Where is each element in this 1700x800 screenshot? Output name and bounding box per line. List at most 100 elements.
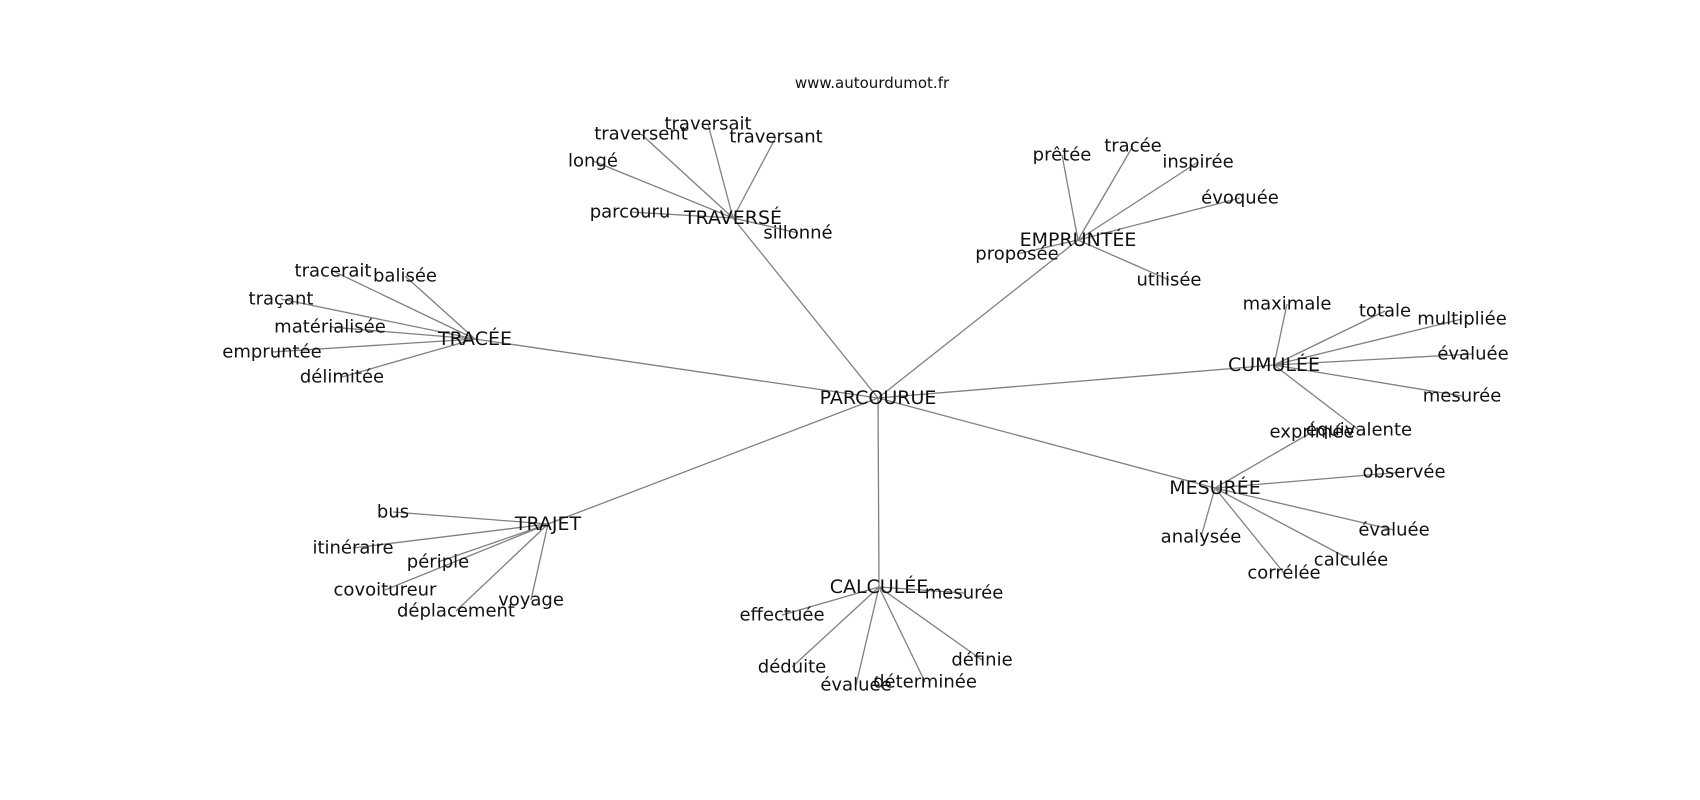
edge-hub-leaf [1273,310,1386,366]
leaf-node[interactable]: parcouru [590,202,671,223]
edge-hub-leaf [781,586,880,616]
source-watermark: www.autourdumot.fr [795,74,950,92]
edge-hub-leaf [329,326,476,340]
leaf-node[interactable]: mesurée [925,583,1004,604]
leaf-node[interactable]: totale [1359,301,1411,322]
leaf-node[interactable]: multipliée [1417,309,1507,330]
edge-hub-leaf [271,338,476,353]
edge-hub-leaf [384,523,549,591]
center-node[interactable]: PARCOURUE [820,387,937,409]
leaf-node[interactable]: évoquée [1201,188,1279,209]
edge-hub-leaf [791,586,880,668]
edge-hub-leaf [732,136,777,219]
edge-center-hub [877,397,1216,489]
edge-hub-leaf [332,270,476,340]
leaf-node[interactable]: prêtée [1033,145,1092,166]
leaf-node[interactable]: évaluée [1437,344,1508,365]
leaf-node[interactable]: itinéraire [312,538,393,559]
edge-center-hub [732,217,879,399]
leaf-node[interactable]: tracée [1104,136,1162,157]
edge-hub-leaf [1273,364,1463,397]
hub-node[interactable]: CALCULÉE [830,575,929,598]
leaf-node[interactable]: définie [951,650,1012,671]
leaf-node[interactable]: traversent [594,124,688,145]
edge-hub-leaf [855,586,880,686]
edge-hub-leaf [629,211,734,219]
edge-hub-leaf [1273,303,1288,366]
leaf-node[interactable]: évaluée [1358,520,1429,541]
edge-hub-leaf [1273,353,1474,366]
leaf-node[interactable]: covoitureur [334,580,438,601]
leaf-node[interactable]: traversait [664,114,751,135]
leaf-node[interactable]: déterminée [873,672,977,693]
edge-hub-leaf [592,160,734,219]
edge-hub-leaf [1273,318,1463,366]
edge-hub-leaf [1200,487,1216,538]
edge-hub-leaf [341,338,476,378]
leaf-node[interactable]: voyage [498,590,564,611]
leaf-node[interactable]: exprimée [1270,422,1355,443]
edge-hub-leaf [1273,364,1360,431]
edge-hub-leaf [1077,239,1170,281]
leaf-node[interactable]: déplacement [397,601,515,622]
hub-node[interactable]: TRAJET [514,513,582,535]
edge-hub-leaf [1214,487,1352,561]
leaf-node[interactable]: analysée [1161,527,1242,548]
leaf-node[interactable]: effectuée [739,605,824,626]
edge-center-hub [547,397,879,525]
leaf-node[interactable]: utilisée [1137,270,1202,291]
edge-hub-leaf [437,523,549,563]
leaf-node[interactable]: sillonné [763,223,832,244]
leaf-node[interactable]: déduite [758,657,826,678]
leaf-node[interactable]: empruntée [222,342,321,363]
leaf-node[interactable]: équivalente [1306,420,1412,441]
leaf-node[interactable]: proposée [975,244,1058,265]
leaf-node[interactable]: inspirée [1162,152,1233,173]
edge-center-hub [877,239,1079,399]
edge-hub-leaf [404,275,476,340]
edge-hub-leaf [707,123,734,219]
edge-center-hub [877,397,880,588]
edge-hub-leaf [878,586,926,683]
leaf-node[interactable]: calculée [1314,550,1388,571]
leaf-node[interactable]: balisée [373,266,437,287]
leaf-node[interactable]: observée [1362,462,1445,483]
edge-hub-leaf [1214,487,1285,574]
edge-hub-leaf [1214,431,1313,489]
leaf-node[interactable]: traversant [729,127,823,148]
hub-node[interactable]: MESURÉE [1169,476,1261,499]
leaf-node[interactable]: tracerait [295,261,372,282]
edge-hub-leaf [1214,471,1405,489]
leaf-node[interactable]: matérialisée [274,317,386,338]
edge-hub-leaf [732,217,799,234]
edge-hub-leaf [1077,161,1199,241]
hub-node[interactable]: CUMULÉE [1228,353,1320,376]
leaf-node[interactable]: délimitée [300,367,384,388]
leaf-node[interactable]: corrélée [1247,563,1320,584]
edge-hub-leaf [878,586,965,594]
edge-hub-leaf [1214,487,1395,531]
leaf-node[interactable]: traçant [249,289,314,310]
edge-hub-leaf [640,133,734,219]
leaf-node[interactable]: évaluée [820,675,891,696]
graph-edges [271,123,1474,686]
leaf-node[interactable]: périple [407,552,469,573]
edge-hub-leaf [530,523,549,601]
edge-hub-leaf [1061,154,1079,241]
edge-hub-leaf [878,586,983,661]
edge-hub-leaf [1016,239,1079,255]
edge-hub-leaf [280,298,476,340]
leaf-node[interactable]: longé [568,151,618,172]
hub-node[interactable]: TRAVERSÉ [683,206,782,229]
leaf-node[interactable]: maximale [1243,294,1332,315]
hub-node[interactable]: TRACÉE [437,327,512,350]
hub-node[interactable]: EMPRUNTÉE [1020,228,1137,251]
leaf-node[interactable]: bus [377,502,409,523]
edge-hub-leaf [1077,197,1241,241]
edge-hub-leaf [392,511,549,525]
edge-hub-leaf [455,523,549,612]
leaf-node[interactable]: mesurée [1423,386,1502,407]
edge-hub-leaf [1077,145,1134,241]
